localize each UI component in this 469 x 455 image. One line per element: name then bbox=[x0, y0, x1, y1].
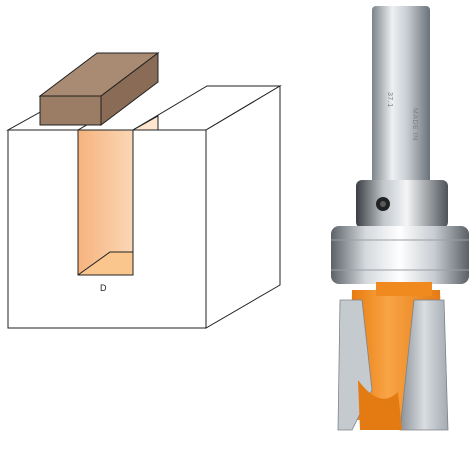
cutter-flute bbox=[358, 380, 402, 430]
carbide-edge-right bbox=[399, 299, 449, 431]
cutter-neck bbox=[376, 282, 432, 296]
bit-bearing bbox=[331, 226, 469, 284]
bit-collar bbox=[356, 180, 448, 228]
bit-shank bbox=[372, 6, 430, 184]
wood-strip-front bbox=[39, 95, 102, 126]
router-bit-photo: MADE IN 37.1 bbox=[331, 6, 469, 431]
shank-code: 37.1 bbox=[386, 92, 393, 108]
set-screw-hole bbox=[380, 201, 386, 207]
groove-diagram: D bbox=[6, 51, 282, 329]
shank-marking: MADE IN bbox=[411, 108, 418, 141]
block-front-face bbox=[7, 129, 207, 329]
dimension-label: D bbox=[100, 283, 107, 293]
